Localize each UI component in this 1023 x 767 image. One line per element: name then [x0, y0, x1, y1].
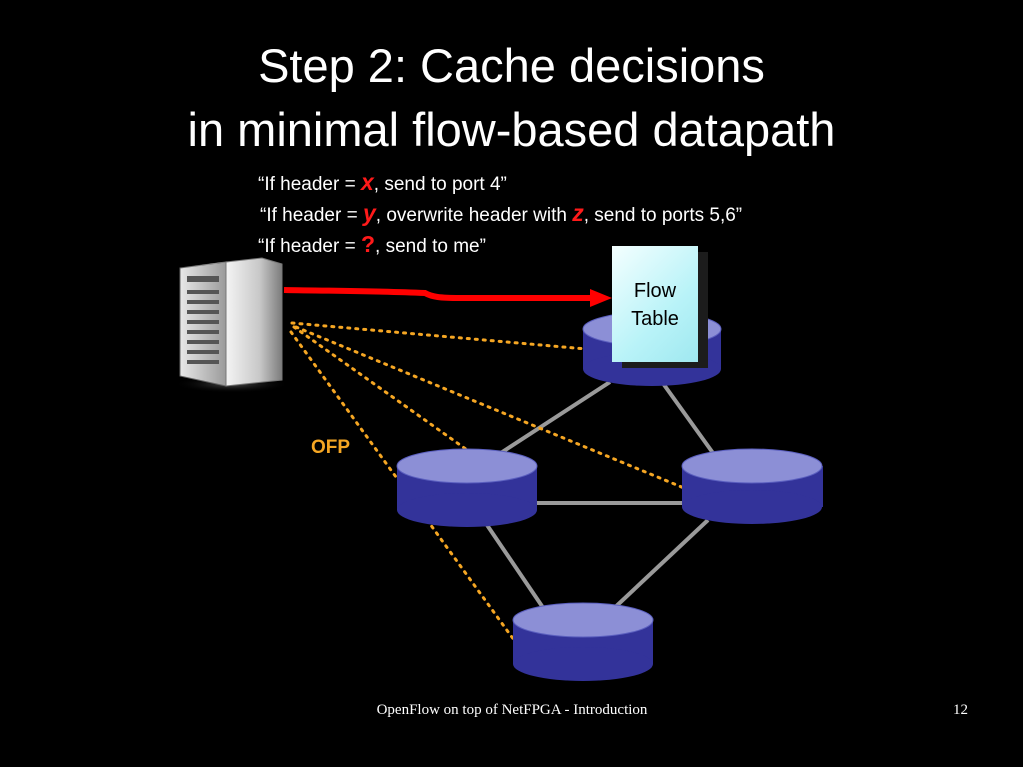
rule-2-middle: , overwrite header with [375, 205, 573, 226]
ofp-label: OFP [311, 437, 351, 458]
rule-3-suffix: , send to me” [375, 236, 486, 257]
link-right-bottom [608, 518, 710, 614]
rule-2-prefix: “If header = [260, 205, 363, 226]
link-top-right [660, 380, 720, 462]
rule-1-prefix: “If header = [258, 174, 361, 195]
rule-2-var: y [362, 200, 376, 226]
flow-table: Flow Table [612, 246, 698, 362]
flow-rule-1: “If header = x, send to port 4” [258, 170, 507, 197]
switch-right [681, 448, 823, 524]
rule-3-var: ? [360, 231, 376, 257]
rule-2-suffix: , send to ports 5,6” [583, 205, 743, 226]
ofp-link-top [290, 321, 588, 351]
ofp-links [289, 321, 686, 642]
slide-title-line-1: Step 2: Cache decisions [258, 39, 765, 92]
rule-3-prefix: “If header = [258, 236, 361, 257]
slide-title-line-2: in minimal flow-based datapath [187, 103, 836, 156]
flow-table-label: Flow Table [631, 280, 679, 330]
footer-text: OpenFlow on top of NetFPGA - Introductio… [376, 702, 648, 718]
link-left-bottom [485, 523, 550, 617]
flow-install-arrow [283, 287, 612, 307]
page-number: 12 [953, 702, 968, 718]
ofp-link-right [294, 325, 686, 490]
link-top-left [488, 380, 612, 462]
switch-links [485, 380, 720, 617]
switch-left [396, 448, 538, 527]
rule-1-suffix: , send to port 4” [373, 174, 507, 195]
flow-rule-3: “If header = ?, send to me” [258, 232, 486, 259]
rule-2-var2: z [572, 200, 584, 226]
flow-rule-2: “If header = y, overwrite header with z,… [260, 201, 742, 228]
server-icon [174, 257, 290, 393]
rule-1-var: x [360, 169, 374, 195]
switch-bottom [512, 602, 654, 681]
ofp-link-bottom [289, 330, 516, 642]
